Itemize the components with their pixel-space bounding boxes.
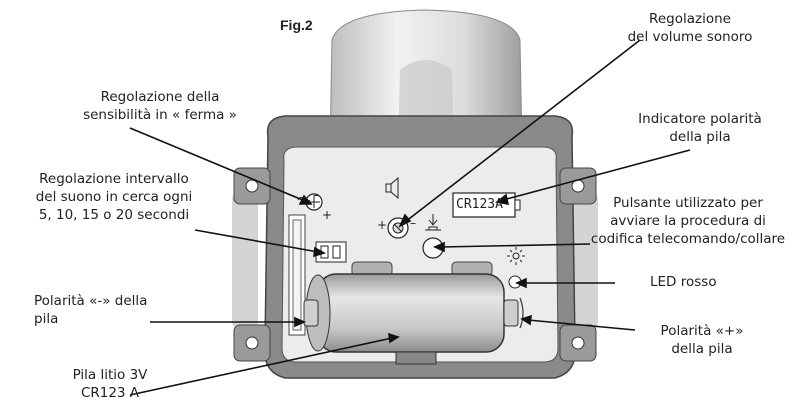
led-sun-icon — [507, 247, 525, 265]
label-button: Pulsante utilizzato per avviare la proce… — [590, 195, 786, 247]
screw-icon — [245, 179, 259, 193]
battery — [303, 273, 524, 365]
figure-label: Fig.2 — [280, 17, 313, 33]
screw-icon — [245, 336, 259, 350]
label-battery: Pila litio 3V CR123 A — [72, 367, 148, 401]
label-led: LED rosso — [650, 274, 717, 290]
interval-dip-switch — [315, 241, 347, 263]
label-positive-pole: Polarità «+» della pila — [660, 323, 744, 357]
battery-marking: CR123A — [456, 197, 503, 212]
callout-lines — [129, 39, 691, 396]
volume-plus-sign: + — [377, 218, 388, 232]
label-interval: Regolazione intervallo del suono in cerc… — [35, 171, 193, 223]
volume-minus-sign: – — [410, 216, 416, 230]
push-button-arrow-icon — [425, 214, 441, 231]
right-rail — [572, 193, 598, 328]
plus-sign: + — [322, 208, 333, 222]
minus-sign: – — [313, 188, 319, 202]
label-negative-pole: Polarità «-» della pila — [34, 293, 148, 327]
label-polarity-indicator: Indicatore polarità della pila — [638, 111, 762, 145]
label-volume: Regolazione del volume sonoro — [627, 11, 753, 45]
speaker-icon — [385, 176, 399, 200]
screw-icon — [571, 336, 585, 350]
label-sensitivity: Regolazione della sensibilità in « ferma… — [83, 89, 237, 123]
left-rail — [232, 193, 258, 328]
